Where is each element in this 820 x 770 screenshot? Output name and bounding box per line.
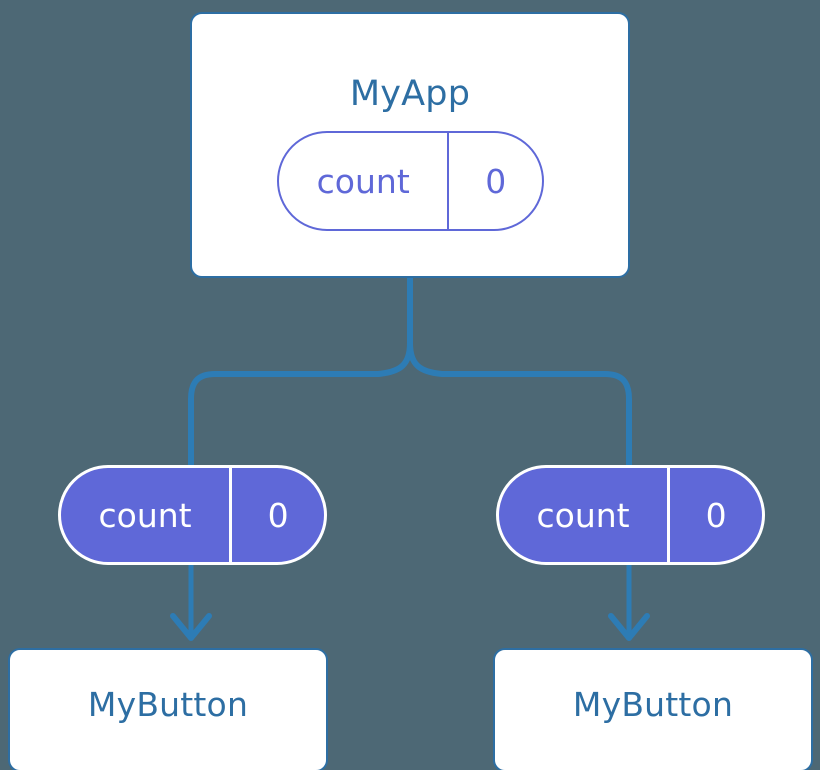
state-pill-value: 0 xyxy=(447,133,542,229)
component-label-mybutton: MyButton xyxy=(87,685,249,724)
state-pill-key: count xyxy=(536,495,630,535)
state-pill-key: count xyxy=(316,161,410,201)
state-pill-key: count xyxy=(98,495,192,535)
edge-split-to-right-pill xyxy=(407,342,632,470)
component-label-mybutton: MyButton xyxy=(572,685,734,724)
component-box-mybutton-right[interactable]: MyButton xyxy=(493,648,813,770)
component-box-mybutton-left[interactable]: MyButton xyxy=(8,648,328,770)
state-pill-right-count[interactable]: count 0 xyxy=(496,465,765,565)
component-label-myapp: MyApp xyxy=(349,74,471,114)
state-pill-value: 0 xyxy=(667,468,762,562)
edge-split-to-left-pill xyxy=(188,342,413,470)
arrowhead-down-icon-right xyxy=(608,613,650,641)
state-pill-value: 0 xyxy=(229,468,324,562)
state-pill-left-count[interactable]: count 0 xyxy=(58,465,327,565)
arrowhead-down-icon-left xyxy=(170,613,212,641)
state-pill-root-count[interactable]: count 0 xyxy=(277,131,544,231)
